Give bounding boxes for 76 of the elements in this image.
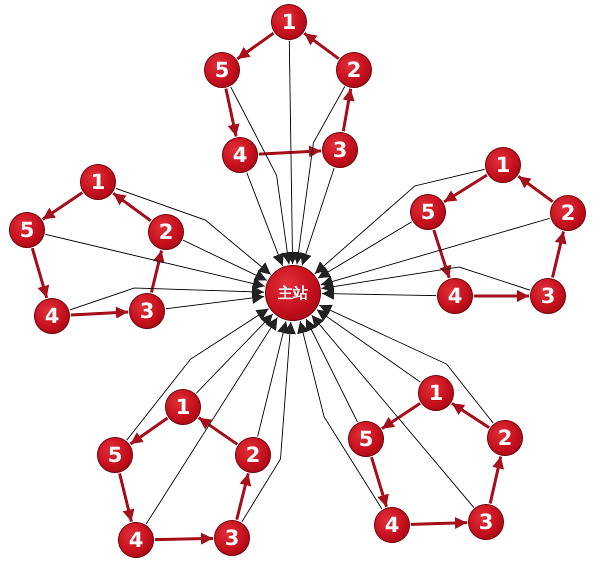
arrow: [224, 88, 240, 137]
connector-arrow: [322, 288, 436, 300]
numbered-circle: 4: [34, 298, 70, 334]
arrow: [370, 456, 389, 508]
numbered-circle: 5: [348, 421, 384, 457]
numbered-circle: 5: [97, 437, 133, 473]
arrow: [410, 517, 468, 529]
arrow: [551, 231, 567, 278]
numbered-circle: 1: [80, 164, 116, 200]
connector-arrow: [320, 218, 550, 288]
arrow: [42, 191, 84, 221]
connector-arrow: [318, 304, 494, 424]
arrow: [342, 88, 355, 132]
arrow: [381, 402, 421, 430]
arrow: [517, 175, 554, 203]
connector-arrow: [115, 188, 272, 275]
arrow: [451, 402, 490, 429]
numbered-circle: 2: [235, 437, 271, 473]
connector-arrow: [317, 221, 412, 279]
connector-arrow: [316, 309, 421, 383]
numbered-circle: 4: [374, 507, 410, 543]
connector-arrow: [246, 172, 284, 266]
numbered-circle: 1: [271, 4, 307, 40]
connector-arrow: [286, 40, 298, 264]
arrow: [236, 32, 274, 60]
arrow: [198, 416, 238, 446]
numbered-circle: 3: [322, 132, 358, 168]
connector-arrow: [321, 266, 530, 293]
arrow: [258, 146, 322, 158]
arrow: [432, 230, 452, 278]
connector-arrow: [311, 314, 474, 508]
arrow: [70, 306, 128, 319]
connector-arrow: [300, 168, 335, 266]
arrow: [474, 290, 529, 302]
connector-arrow: [165, 292, 265, 310]
numbered-circle: 1: [418, 375, 454, 411]
master-station-circle: 主站: [265, 265, 321, 321]
arrow: [112, 192, 152, 222]
numbered-circle: 2: [148, 214, 184, 250]
numbered-circle: 5: [410, 194, 446, 230]
arrow: [150, 250, 165, 293]
numbered-circle: 4: [118, 522, 154, 558]
numbered-circle: 3: [530, 278, 566, 314]
arrow: [130, 416, 168, 446]
connector-arrow: [126, 308, 270, 441]
arrow: [443, 174, 488, 204]
numbered-circle: 3: [214, 520, 250, 556]
numbered-circle: 1: [165, 389, 201, 425]
arrow: [154, 532, 214, 545]
connector-arrow: [182, 240, 268, 281]
arrow: [30, 248, 50, 298]
numbered-circle: 3: [468, 504, 504, 540]
numbered-circle: 2: [550, 195, 586, 231]
connector-arrow: [297, 320, 382, 510]
connector-arrow: [257, 320, 289, 438]
numbered-circle: 1: [485, 147, 521, 183]
connector-arrow: [230, 86, 294, 265]
numbered-circle: 5: [204, 52, 240, 88]
numbered-circle: 4: [437, 278, 473, 314]
numbered-circle: 5: [9, 212, 45, 248]
numbered-circle: 2: [336, 52, 372, 88]
arrow: [303, 32, 340, 60]
connector-arrow: [70, 286, 264, 310]
connector-arrow: [306, 318, 358, 422]
arrow: [235, 473, 252, 520]
arrow: [488, 456, 504, 504]
arrow: [118, 473, 134, 522]
numbered-circle: 2: [487, 420, 523, 456]
connector-arrow: [45, 234, 266, 290]
numbered-circle: 3: [129, 293, 165, 329]
connector-arrow: [196, 313, 274, 394]
numbered-circle: 4: [222, 137, 258, 173]
connector-arrow: [241, 321, 296, 522]
connector-arrow: [314, 168, 485, 274]
connector-arrow: [292, 86, 346, 265]
connector-arrow: [146, 317, 278, 524]
